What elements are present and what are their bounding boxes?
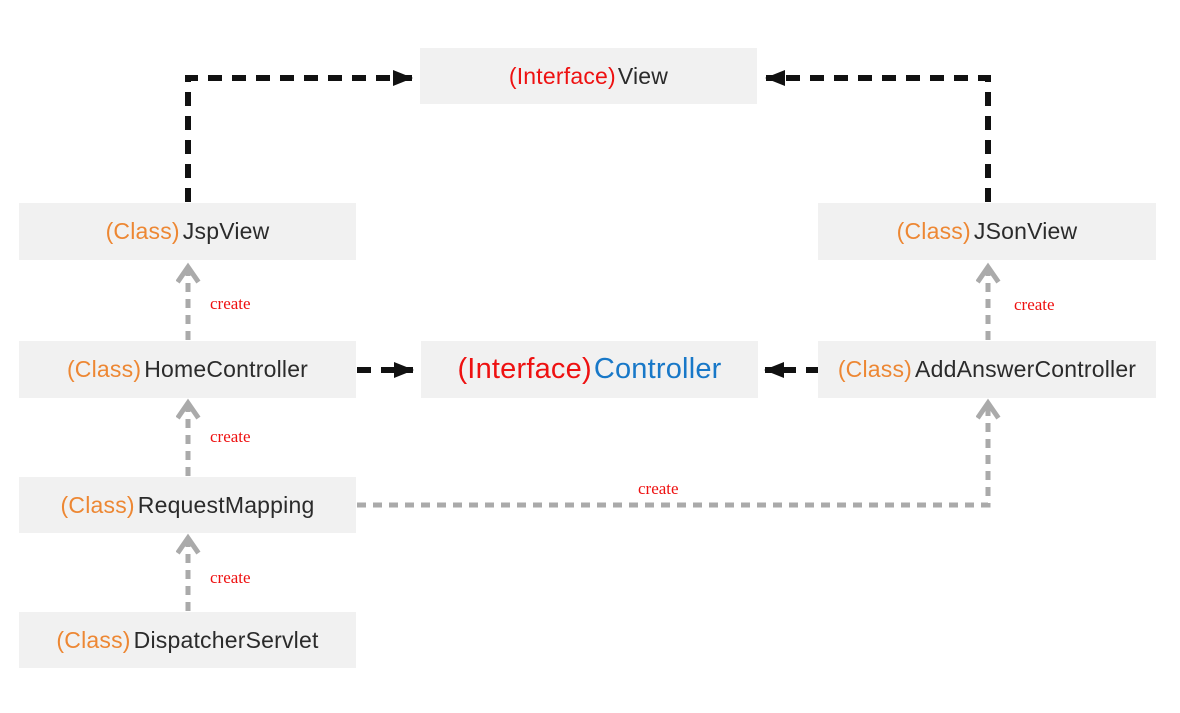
node-jspview-name: JspView — [182, 218, 270, 244]
node-jsonview-stereotype: (Class) — [896, 218, 971, 244]
node-jsonview-name: JSonView — [973, 218, 1078, 244]
node-requestmapping: (Class)RequestMapping — [19, 477, 356, 533]
node-homecontroller: (Class)HomeController — [19, 341, 356, 398]
node-dispatcherservlet-name: DispatcherServlet — [133, 626, 319, 653]
node-dispatcherservlet: (Class)DispatcherServlet — [19, 612, 356, 668]
node-jspview: (Class)JspView — [19, 203, 356, 260]
node-addanswercontroller-stereotype: (Class) — [837, 356, 913, 382]
node-jspview-stereotype: (Class) — [105, 218, 180, 244]
node-homecontroller-name: HomeController — [144, 356, 309, 382]
node-dispatcherservlet-stereotype: (Class) — [56, 626, 131, 653]
create-label-requestmapping-homecontroller: create — [210, 427, 251, 446]
edge-jspview-implements-view — [185, 70, 413, 202]
node-jsonview: (Class)JSonView — [818, 203, 1156, 260]
node-requestmapping-name: RequestMapping — [137, 491, 315, 518]
node-addanswercontroller-name: AddAnswerController — [915, 356, 1137, 382]
create-label-dispatcherservlet-requestmapping: create — [210, 568, 251, 587]
node-homecontroller-stereotype: (Class) — [66, 356, 142, 382]
node-controller-name: Controller — [593, 353, 722, 385]
create-label-addanswercontroller-jsonview: create — [1014, 295, 1055, 314]
node-controller: (Interface)Controller — [421, 341, 758, 398]
node-addanswercontroller: (Class)AddAnswerController — [818, 341, 1156, 398]
create-label-requestmapping-addanswercontroller: create — [638, 479, 679, 498]
node-controller-stereotype: (Interface) — [457, 353, 592, 385]
node-view-stereotype: (Interface) — [508, 62, 616, 89]
create-label-homecontroller-jspview: create — [210, 294, 251, 313]
node-requestmapping-stereotype: (Class) — [60, 491, 135, 518]
node-view-name: View — [617, 62, 669, 89]
node-view: (Interface)View — [420, 48, 757, 104]
edge-requestmapping-creates-addanswercontroller — [357, 404, 988, 508]
edge-jsonview-implements-view — [765, 70, 991, 202]
